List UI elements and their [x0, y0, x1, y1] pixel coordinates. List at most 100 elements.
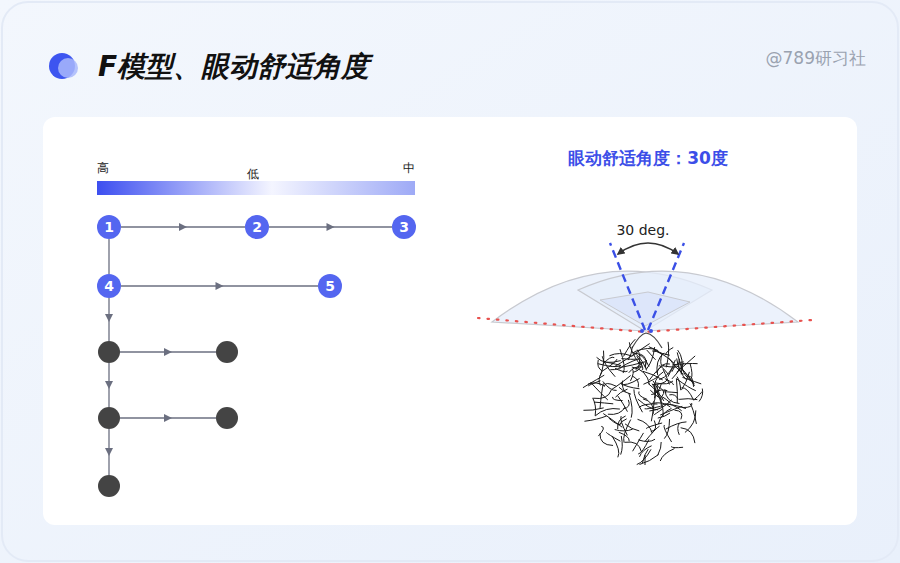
- hair-stroke: [666, 422, 687, 429]
- hair-stroke: [600, 433, 613, 445]
- step-number: 5: [325, 279, 335, 293]
- hair-stroke: [593, 398, 596, 416]
- hair-stroke: [643, 399, 653, 414]
- hair-stroke: [613, 397, 623, 401]
- eye-illustration: [478, 243, 812, 465]
- step-circle: 4: [97, 274, 121, 298]
- hair-stroke: [608, 407, 625, 415]
- hair-stroke: [677, 358, 687, 379]
- hair-stroke: [638, 439, 649, 454]
- hair-stroke: [637, 449, 651, 464]
- hair-stroke: [614, 354, 634, 366]
- step-number: 2: [252, 220, 262, 234]
- hair-stroke: [633, 433, 644, 451]
- label: 30 deg.: [616, 222, 669, 238]
- hair-stroke: [648, 383, 664, 401]
- f-path-lower: [109, 298, 216, 475]
- hair-stroke: [677, 377, 681, 391]
- hair-stroke: [646, 423, 662, 429]
- hair-stroke: [663, 366, 678, 367]
- step-number: 1: [104, 220, 114, 234]
- hair-stroke: [619, 419, 627, 426]
- label: 中: [403, 160, 415, 177]
- hair-stroke: [615, 429, 633, 431]
- hair-stroke: [683, 403, 692, 407]
- hair-stroke: [645, 455, 646, 465]
- hair-stroke: [591, 382, 608, 400]
- hair-stroke: [640, 455, 659, 465]
- hair-stroke: [609, 354, 631, 356]
- hair-stroke: [602, 356, 615, 376]
- hair-stroke: [665, 379, 674, 385]
- section-heading: 眼动舒适角度：30度: [568, 147, 728, 170]
- step-circle: 3: [392, 215, 416, 239]
- hair-stroke: [595, 409, 620, 416]
- hair-stroke: [678, 423, 680, 434]
- hair-stroke: [600, 351, 604, 376]
- hair-stroke: [674, 410, 681, 419]
- label: 高: [97, 160, 109, 177]
- hair-stroke: [694, 392, 701, 400]
- hair-stroke: [584, 416, 606, 421]
- hair-stroke: [619, 387, 631, 394]
- hair-stroke: [649, 400, 671, 411]
- hair-stroke: [646, 347, 654, 369]
- hair-stroke: [594, 402, 613, 404]
- hair-stroke: [676, 378, 677, 403]
- hair-stroke: [664, 391, 677, 393]
- hair-stroke: [612, 375, 631, 389]
- hair-stroke: [690, 363, 692, 378]
- hair-stroke: [679, 398, 697, 400]
- hair-stroke: [625, 424, 639, 431]
- hair-stroke: [636, 362, 643, 370]
- label: 低: [247, 166, 259, 183]
- title-icon: [49, 53, 78, 79]
- hair-stroke: [658, 442, 662, 455]
- hair-stroke: [652, 380, 667, 385]
- flow-line: [269, 226, 392, 227]
- hair-stroke: [625, 442, 642, 452]
- hair-stroke: [643, 371, 663, 380]
- hair-stroke: [666, 347, 674, 355]
- step-circle: 1: [97, 215, 121, 239]
- hair-stroke: [606, 432, 620, 441]
- step-number: 3: [399, 220, 409, 234]
- flow-line: [121, 226, 245, 227]
- hair-stroke: [657, 353, 664, 375]
- hair-stroke: [660, 449, 674, 461]
- hair-stroke: [665, 389, 680, 403]
- hair-stroke: [632, 367, 650, 385]
- hair-stroke: [632, 352, 646, 368]
- hair-stroke: [685, 410, 696, 432]
- hair-stroke: [632, 376, 638, 387]
- hair-stroke: [583, 408, 603, 411]
- hair-stroke: [632, 344, 650, 357]
- gradient-bar: [97, 181, 415, 195]
- hair-stroke: [645, 426, 660, 441]
- hair-stroke: [615, 389, 627, 397]
- dark-dots: [98, 341, 238, 497]
- watermark: @789研习社: [766, 47, 866, 70]
- hair-stroke: [659, 360, 675, 380]
- step-circle: 5: [318, 274, 342, 298]
- card: [43, 117, 857, 525]
- hair-stroke: [639, 391, 648, 399]
- hair-stroke: [598, 426, 603, 436]
- hair-stroke: [668, 366, 675, 377]
- hair-stroke: [621, 436, 623, 455]
- hair-stroke: [652, 351, 674, 363]
- title: F模型、眼动舒适角度: [98, 48, 369, 86]
- hair-stroke: [623, 400, 629, 409]
- hair-stroke: [679, 359, 684, 374]
- step-circle: 2: [245, 215, 269, 239]
- hair-stroke: [603, 381, 617, 390]
- hair-stroke: [671, 447, 683, 448]
- step-number: 4: [104, 279, 114, 293]
- flow-line: [121, 285, 318, 286]
- hair-stroke: [659, 366, 669, 375]
- flow-line: [108, 239, 109, 274]
